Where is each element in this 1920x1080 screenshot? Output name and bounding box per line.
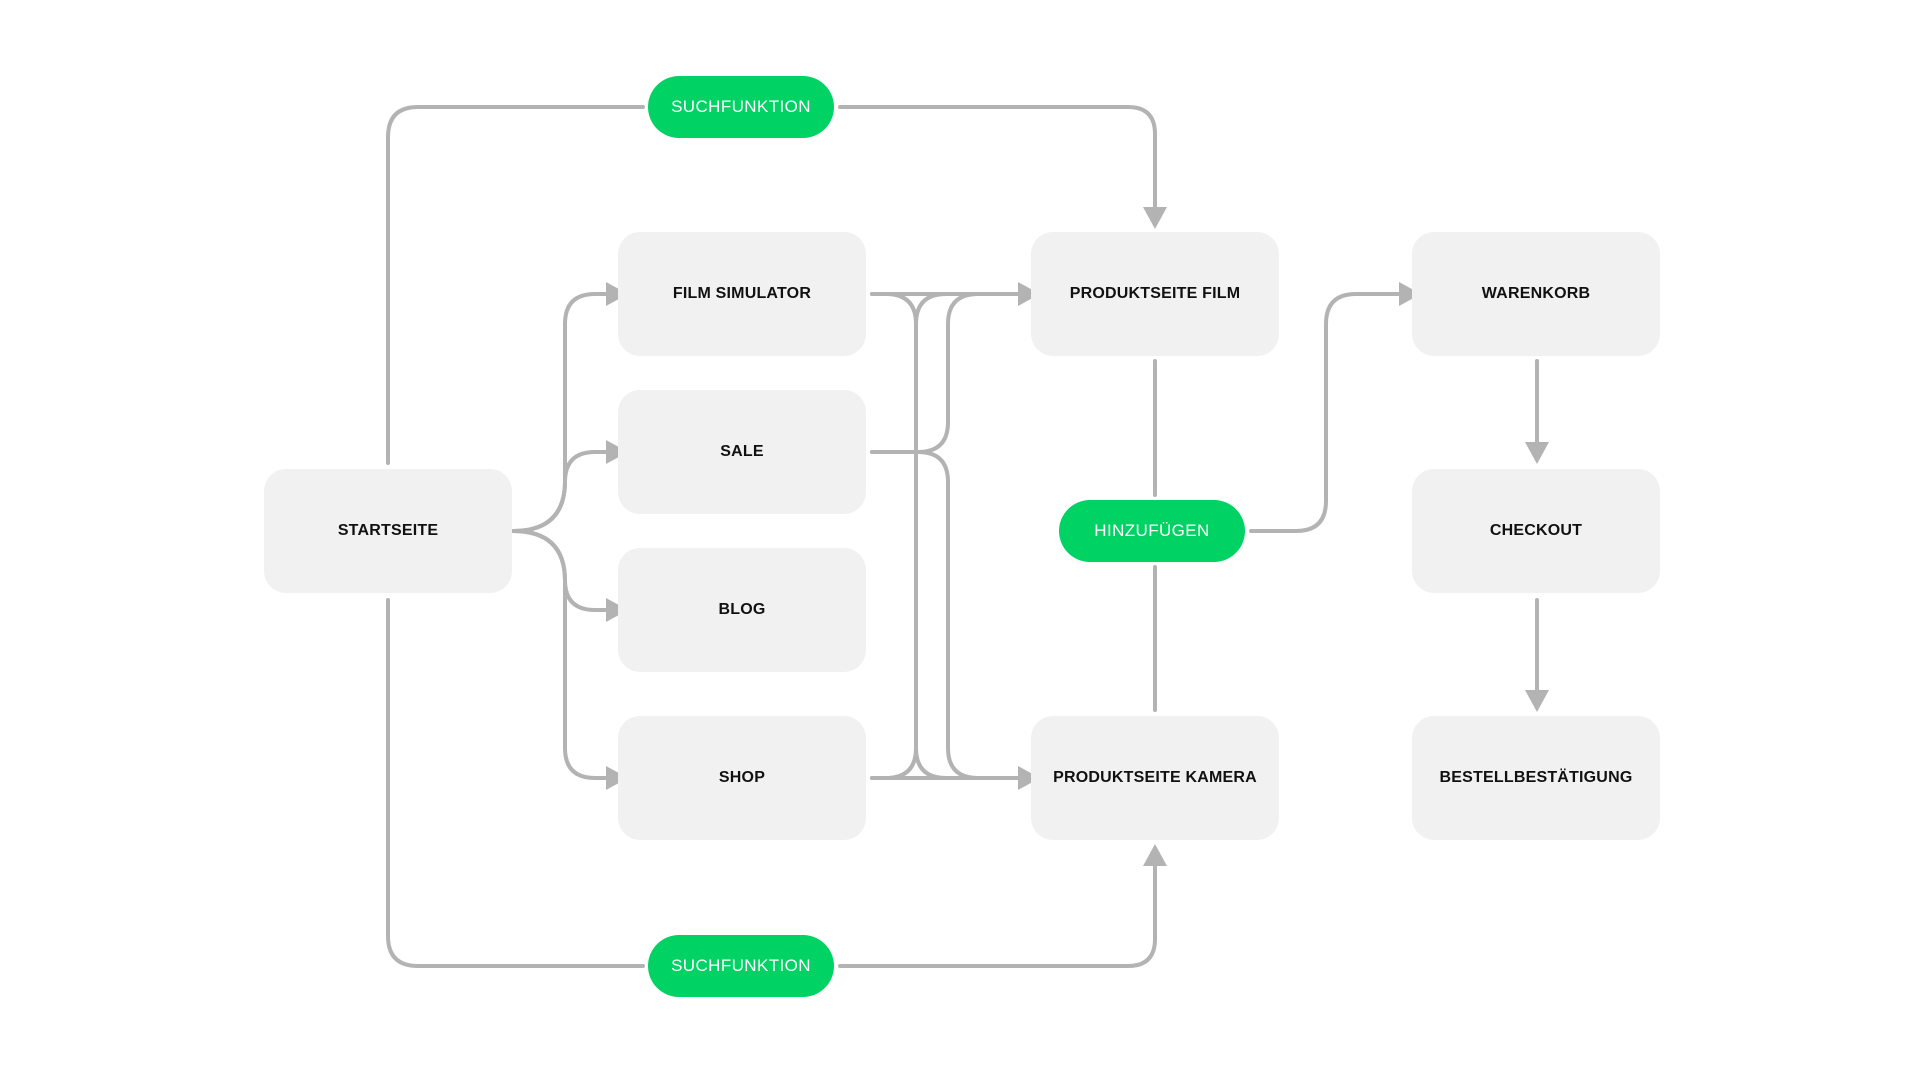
edge-startseite-shop bbox=[511, 529, 628, 790]
edge-hinzufuegen-warenkorb bbox=[1249, 282, 1421, 533]
action-suchfunktion-bottom: SUCHFUNKTION bbox=[648, 935, 834, 997]
edge-sale-produktseite-kamera bbox=[870, 450, 1002, 780]
node-produktseite-kamera: PRODUKTSEITE KAMERA bbox=[1031, 716, 1279, 840]
edge-suchfunktion-bottom-produktseite-kamera bbox=[838, 844, 1167, 968]
edge-sale-produktseite-film bbox=[870, 292, 1002, 454]
edge-startseite-blog bbox=[511, 529, 628, 622]
node-warenkorb: WARENKORB bbox=[1412, 232, 1660, 356]
edge-startseite-sale bbox=[511, 440, 628, 533]
action-suchfunktion-top: SUCHFUNKTION bbox=[648, 76, 834, 138]
edge-suchfunktion-top-produktseite-film bbox=[838, 105, 1167, 229]
node-shop: SHOP bbox=[618, 716, 866, 840]
action-hinzufuegen: HINZUFÜGEN bbox=[1059, 500, 1245, 562]
node-bestellbestaetigung: BESTELLBESTÄTIGUNG bbox=[1412, 716, 1660, 840]
node-checkout: CHECKOUT bbox=[1412, 469, 1660, 593]
node-blog: BLOG bbox=[618, 548, 866, 672]
node-startseite: STARTSEITE bbox=[264, 469, 512, 593]
edge-startseite-film-simulator bbox=[511, 282, 628, 533]
edge-startseite-suchfunktion-bottom bbox=[386, 598, 645, 968]
node-produktseite-film: PRODUKTSEITE FILM bbox=[1031, 232, 1279, 356]
node-sale: SALE bbox=[618, 390, 866, 514]
edge-startseite-suchfunktion-top bbox=[386, 105, 645, 465]
node-film-simulator: FILM SIMULATOR bbox=[618, 232, 866, 356]
